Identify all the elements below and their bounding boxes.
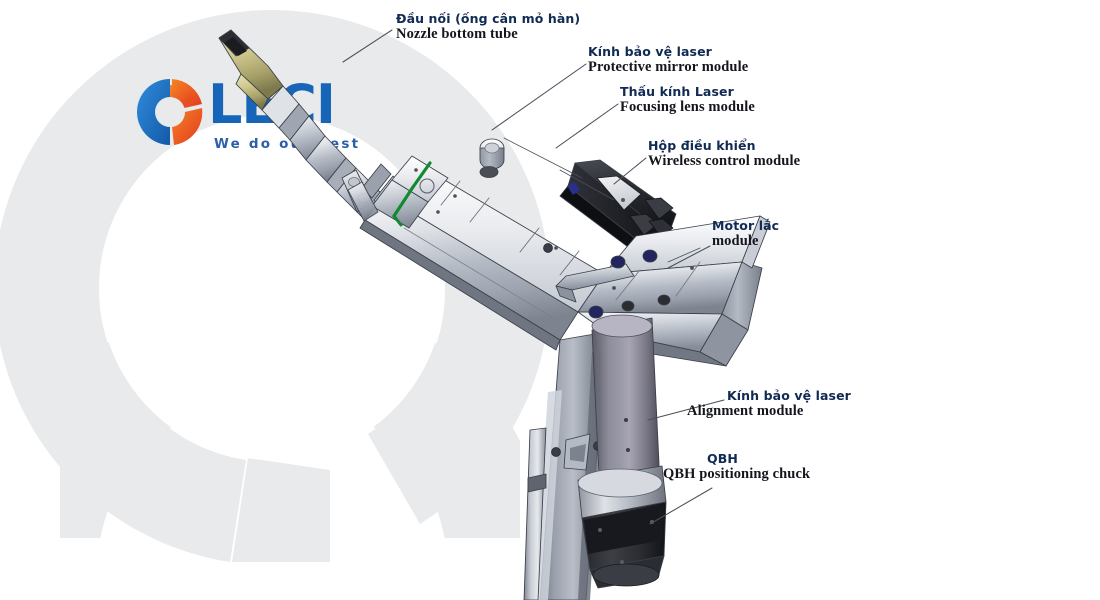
callout-en-text: Wireless control module	[648, 153, 801, 169]
callout-qbh-positioning-chuck: QBH QBH positioning chuck	[663, 451, 811, 483]
leader-protective-mirror-module	[491, 63, 587, 131]
leader-nozzle-bottom-tube	[342, 29, 393, 63]
callout-en-text: Protective mirror module	[588, 59, 749, 75]
callout-protective-mirror-module: Kính bảo vệ laser Protective mirror modu…	[588, 44, 749, 76]
leader-aux-3	[667, 247, 701, 263]
callout-vn-text: Kính bảo vệ laser	[727, 388, 851, 403]
callout-focusing-lens-module: Thấu kính Laser Focusing lens module	[620, 84, 755, 116]
callout-vn-text: QBH	[707, 451, 738, 466]
callout-nozzle-bottom-tube: Đầu nối (ống cân mỏ hàn) Nozzle bottom t…	[396, 11, 581, 43]
leader-motor-module	[667, 245, 711, 269]
callout-vn-text: Kính bảo vệ laser	[588, 44, 712, 59]
callout-en-text: module	[712, 233, 759, 249]
callout-vn-text: Đầu nối (ống cân mỏ hàn)	[396, 11, 581, 26]
upper-barrel	[305, 135, 605, 351]
leader-focusing-lens-module	[555, 103, 619, 149]
qbh-chuck-part	[577, 465, 667, 589]
leader-wireless-control-module	[613, 157, 647, 185]
nozzle-tip	[218, 29, 326, 161]
callout-alignment-module: Kính bảo vệ laser Alignment module	[687, 388, 851, 420]
callout-en-text: QBH positioning chuck	[663, 466, 811, 482]
leader-aux-1	[503, 137, 583, 179]
leader-aux-2	[559, 169, 615, 201]
leader-qbh-positioning-chuck	[649, 487, 713, 525]
callout-wireless-control-module: Hộp điều khiển Wireless control module	[648, 138, 801, 170]
callout-en-text: Focusing lens module	[620, 99, 755, 115]
callout-vn-text: Thấu kính Laser	[620, 84, 734, 99]
callout-vn-text: Motor lắc	[712, 218, 780, 233]
callout-en-text: Alignment module	[687, 403, 804, 419]
leci-logo-mark	[137, 79, 203, 145]
callout-vn-text: Hộp điều khiển	[648, 138, 756, 153]
fasteners	[588, 249, 671, 319]
callout-motor-module: Motor lắc module	[712, 218, 780, 250]
alignment-module-part	[591, 314, 661, 497]
leader-alignment-module	[647, 399, 725, 421]
callout-en-text: Nozzle bottom tube	[396, 26, 518, 42]
